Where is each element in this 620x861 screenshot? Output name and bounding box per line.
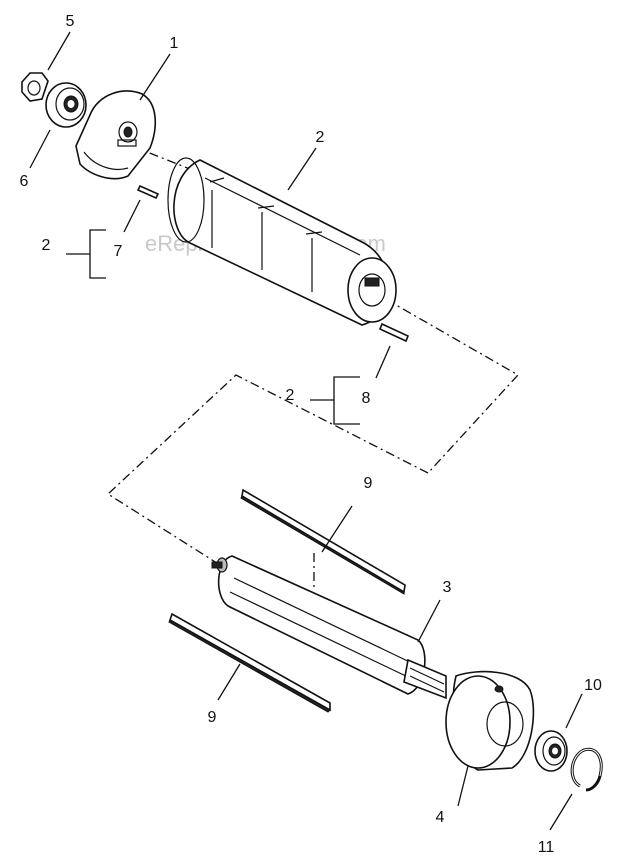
callout-10: 10	[584, 677, 602, 694]
callout-4: 4	[436, 809, 445, 826]
callout-9-bottom: 9	[208, 709, 217, 726]
callout-3: 3	[443, 579, 452, 596]
callout-6: 6	[20, 173, 29, 190]
callout-2-bracket-7: 2	[42, 237, 51, 254]
part-9-vane-upper	[240, 488, 406, 595]
part-3-rotor	[211, 555, 447, 700]
part-5-nut	[21, 72, 49, 102]
callout-2-top: 2	[316, 129, 325, 146]
leader-lines	[29, 31, 583, 831]
callout-7: 7	[114, 243, 123, 260]
callout-2-bracket-8: 2	[286, 387, 295, 404]
bracket-2-7	[66, 229, 106, 279]
part-2-stator-housing	[167, 157, 397, 326]
callout-5: 5	[66, 13, 75, 30]
part-8-pin	[378, 322, 410, 343]
callout-1: 1	[170, 35, 179, 52]
part-4-end-housing	[445, 670, 535, 771]
bracket-2-8	[310, 376, 360, 425]
assembly-centerlines	[106, 145, 520, 590]
callout-9-top: 9	[364, 475, 373, 492]
callout-8: 8	[362, 390, 371, 407]
part-6-bearing	[45, 82, 87, 128]
part-9-vane-lower	[168, 612, 331, 713]
part-7-pin	[136, 184, 160, 200]
part-10-bearing	[534, 730, 568, 772]
part-1-end-plate	[75, 90, 157, 180]
part-11-retaining-ring	[570, 747, 603, 792]
callout-11: 11	[538, 839, 555, 856]
